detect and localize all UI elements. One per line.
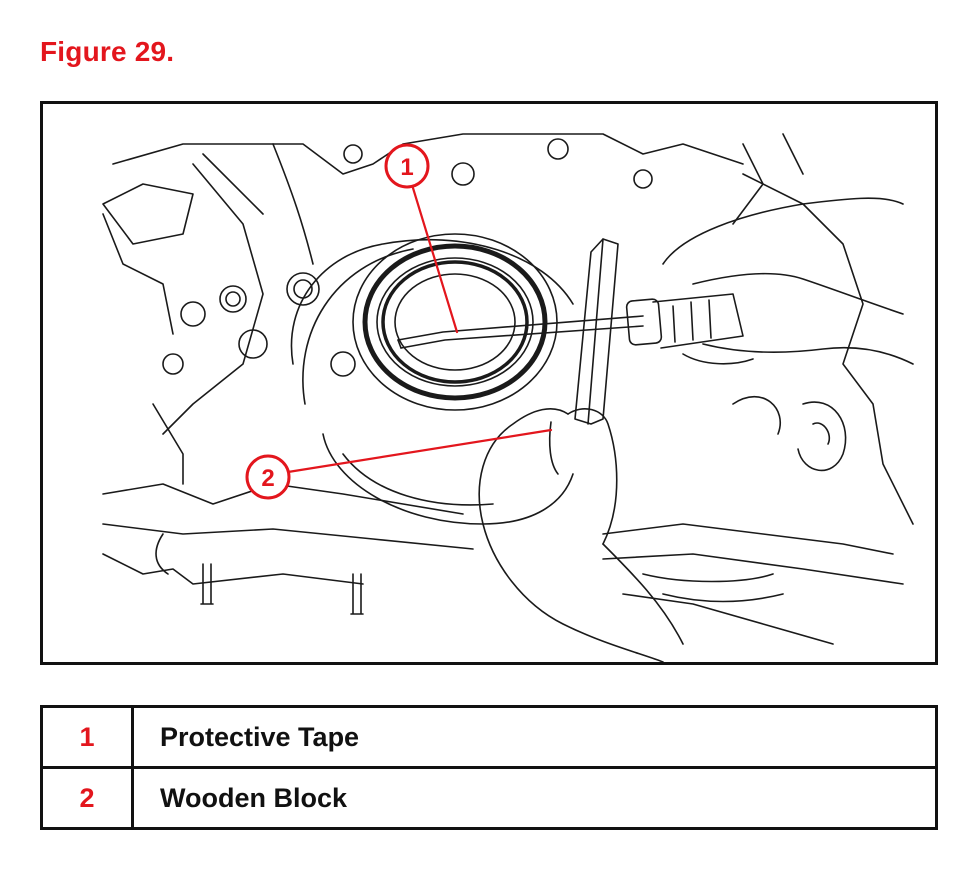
figure-illustration-frame: 1 2	[40, 101, 938, 665]
engine-seal-illustration: 1 2	[102, 133, 914, 662]
callout-1-number: 1	[400, 154, 413, 181]
hand-drawings	[478, 133, 914, 662]
legend-row: 1 Protective Tape	[40, 705, 938, 769]
oil-seal-drawing	[352, 233, 558, 411]
screwdriver-drawing	[397, 293, 744, 349]
figure-title: Figure 29.	[40, 36, 175, 67]
legend-table: 1 Protective Tape 2 Wooden Block	[40, 705, 938, 830]
callout-2-number: 2	[261, 465, 274, 492]
legend-number: 2	[40, 766, 134, 830]
wooden-block-drawing	[574, 238, 619, 425]
legend-row: 2 Wooden Block	[40, 766, 938, 830]
engine-cover-drawing	[102, 133, 914, 645]
callout-2: 2	[245, 428, 553, 500]
legend-label: Protective Tape	[131, 705, 938, 769]
legend-number: 1	[40, 705, 134, 769]
legend-label: Wooden Block	[131, 766, 938, 830]
callout-1: 1	[384, 143, 459, 334]
